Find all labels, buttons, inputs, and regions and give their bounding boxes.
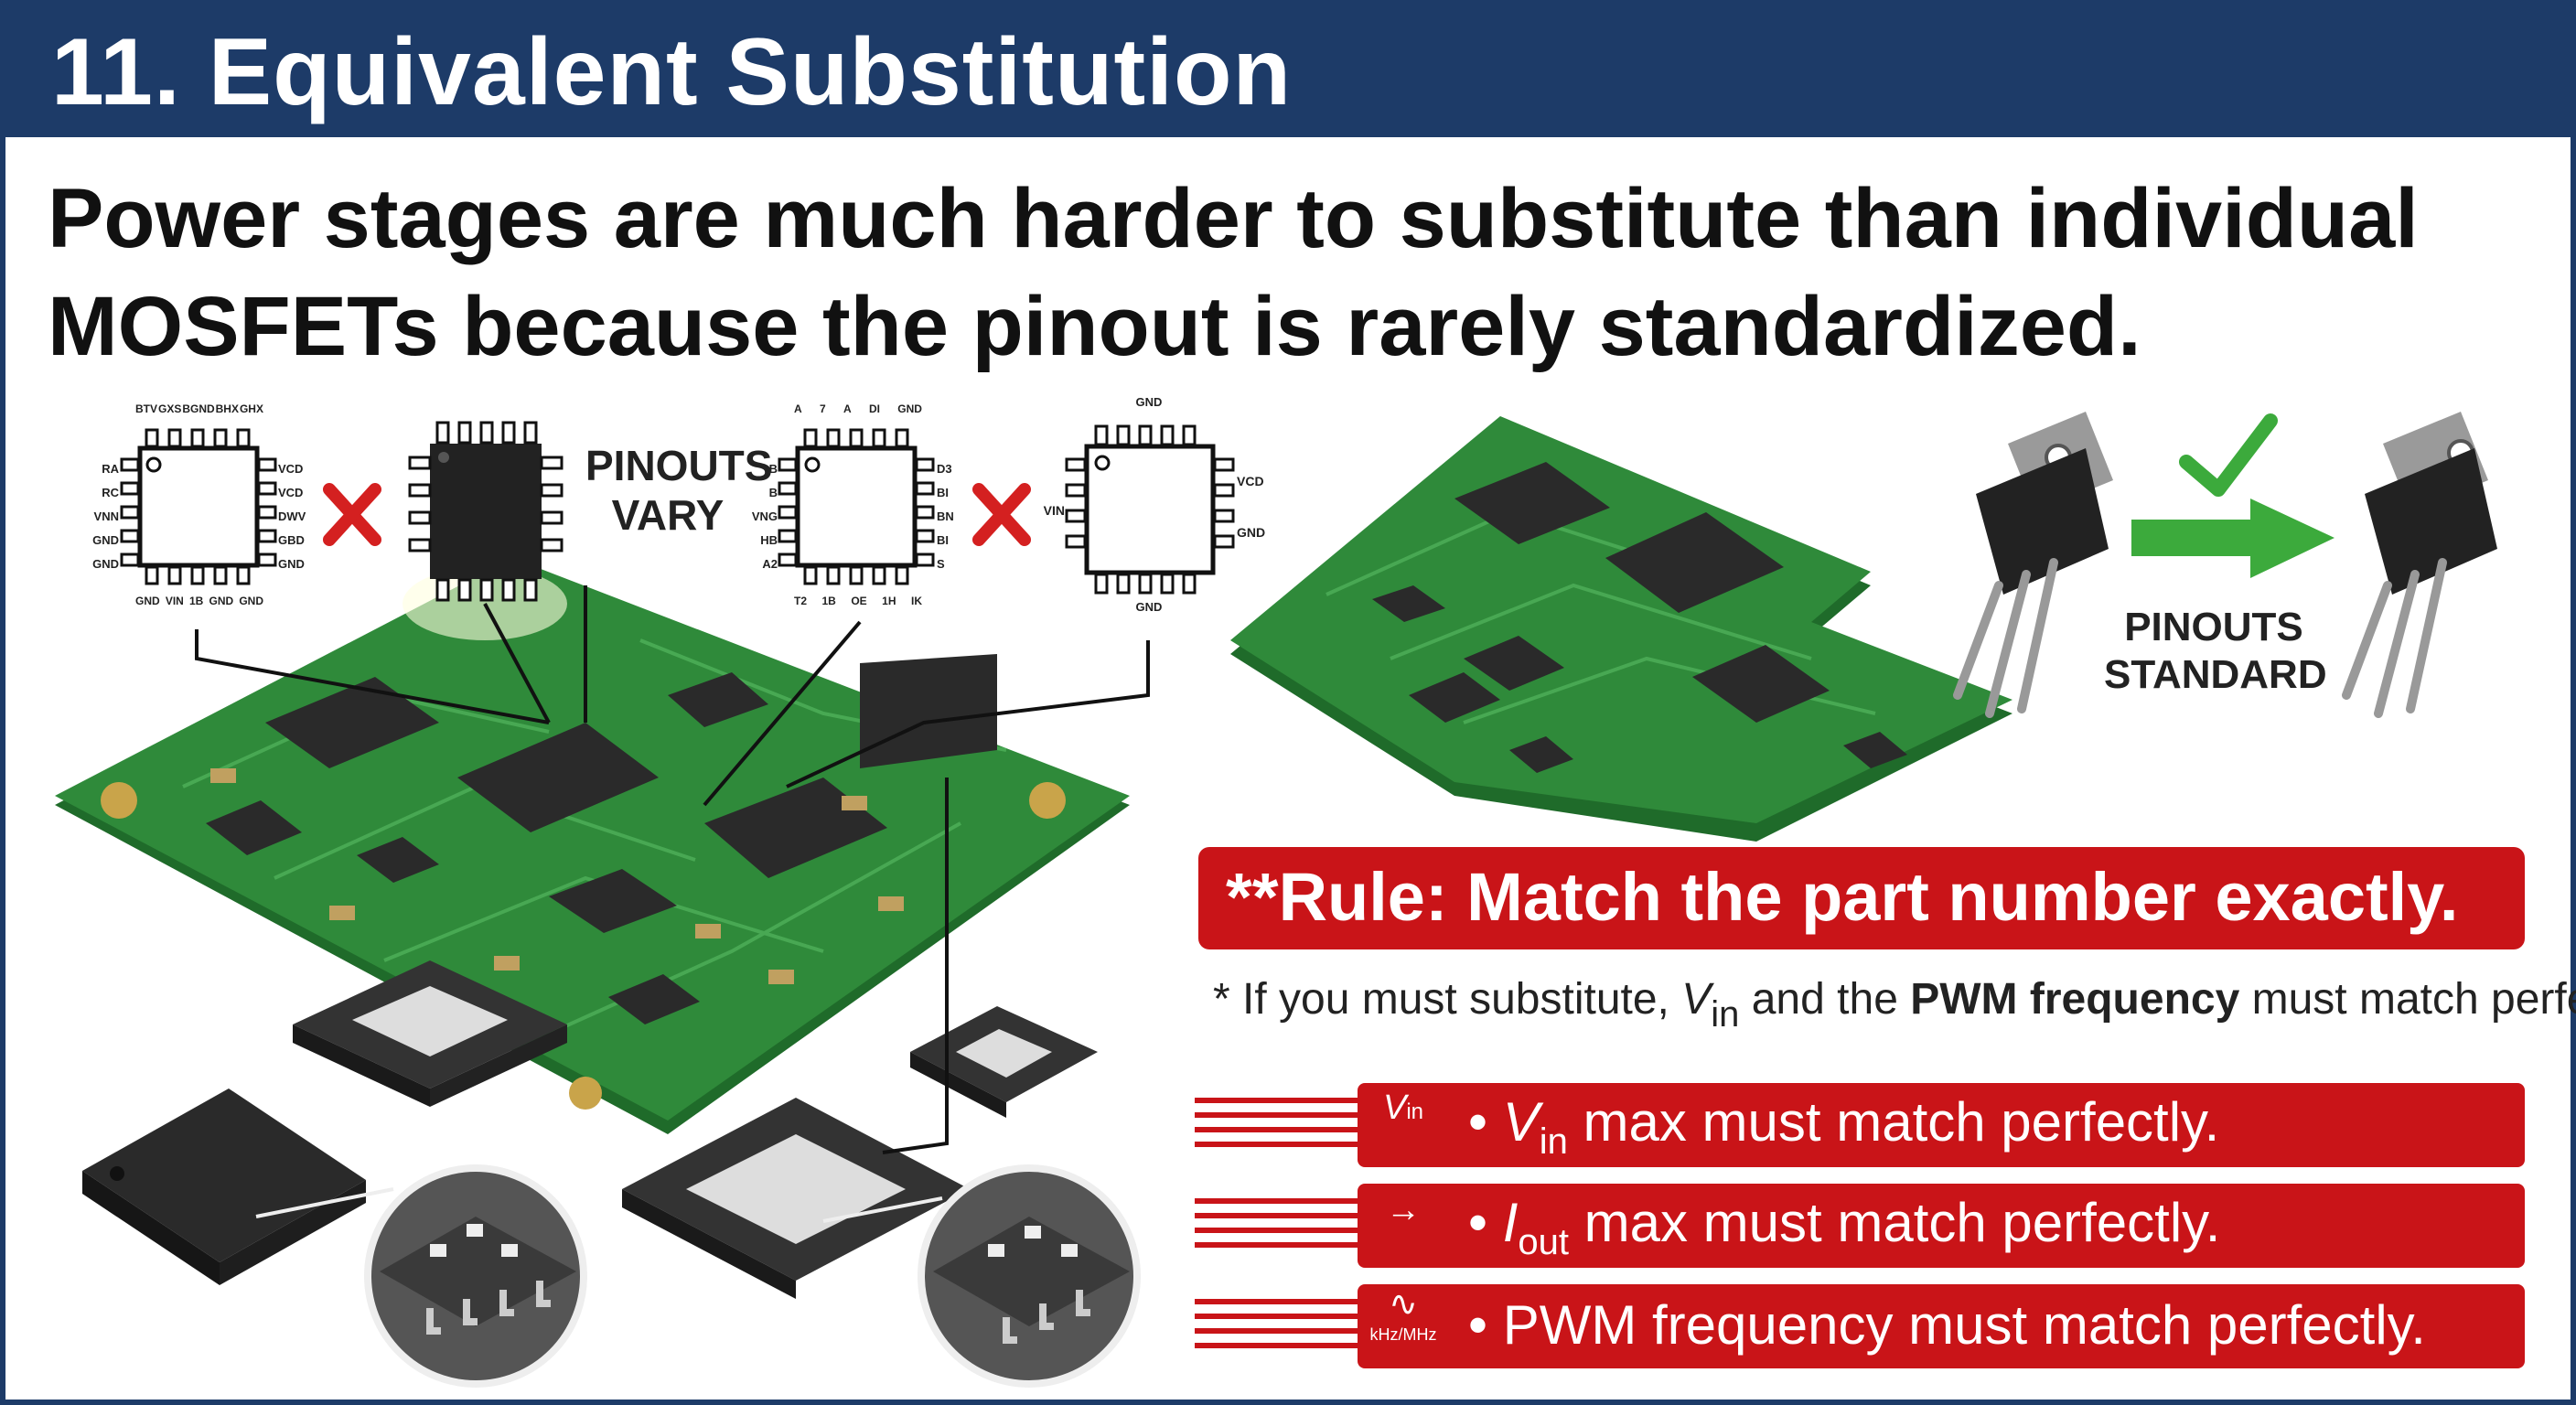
arrow-right-icon [2131, 499, 2334, 578]
pinout-diagram-4 [1065, 424, 1235, 595]
magnifier-line [255, 1187, 394, 1218]
mounting-hole [1029, 782, 1066, 819]
mounting-hole [101, 782, 137, 819]
to220-transistor-left [1953, 412, 2113, 718]
magnifier-2 [918, 1164, 1141, 1388]
x-mark-icon [323, 483, 381, 546]
pcb-passives [210, 768, 904, 984]
headline-line-1: Power stages are much harder to substitu… [48, 172, 2419, 265]
mounting-hole [569, 1077, 602, 1110]
speed-lines [1195, 1299, 1359, 1357]
sine-wave-icon: ∿ kHz/MHz [1369, 1285, 1437, 1344]
magnifier-line [822, 1196, 943, 1223]
bullet-bar-pwm [1358, 1284, 2525, 1368]
right-pcb [1230, 416, 2012, 823]
pinout-diagram-2 [408, 421, 564, 602]
pcb-chips [206, 654, 997, 1024]
speed-lines [1195, 1098, 1359, 1156]
bullet-vin: • Vin max must match perfectly. [1468, 1091, 2220, 1162]
bullet-bar-iout [1358, 1184, 2525, 1268]
substitution-note: * If you must substitute, Vin and the PW… [1213, 975, 2576, 1035]
chip4-left-pins: VIN [1043, 503, 1065, 518]
soic-chip [82, 1089, 366, 1285]
header-bar: 11. Equivalent Substitution [0, 0, 2576, 137]
x-mark-icon [972, 483, 1031, 546]
current-arrow-icon: → [1386, 1191, 1421, 1229]
chip4-top-pins: GND [1135, 395, 1163, 409]
pinouts-vary-label: PINOUTS VARY [585, 442, 773, 539]
bullet-iout: • Iout max must match perfectly. [1468, 1192, 2221, 1262]
pinouts-standard-label: PINOUTS STANDARD [2104, 605, 2327, 697]
speed-lines [1195, 1198, 1359, 1257]
check-mark-icon [2179, 413, 2278, 497]
magnifier-1 [364, 1164, 587, 1388]
qfn-chip-1 [293, 960, 567, 1107]
chip4-bottom-pins: GND [1135, 600, 1163, 614]
rule-banner [1198, 847, 2525, 949]
slide-title: 11. Equivalent Substitution [51, 19, 1293, 125]
leader-lines [195, 585, 1150, 1154]
headline-line-2: MOSFETs because the pinout is rarely sta… [48, 280, 2141, 373]
qfn-chip-2 [910, 1006, 1098, 1118]
to220-transistor-right [2342, 412, 2497, 718]
vin-icon: Vin [1382, 1089, 1424, 1127]
rule-text: **Rule: Match the part number exactly. [1226, 859, 2459, 935]
headline: Power stages are much harder to substitu… [48, 165, 2536, 381]
right-pcb-chips [1372, 462, 1907, 773]
bullet-pwm: • PWM frequency must match perfectly. [1468, 1294, 2426, 1356]
bullet-bar-vin [1358, 1083, 2525, 1167]
pinout-diagram-3 [778, 428, 935, 585]
slide-frame [0, 137, 2576, 1405]
pinout-diagram-1 [120, 428, 277, 585]
